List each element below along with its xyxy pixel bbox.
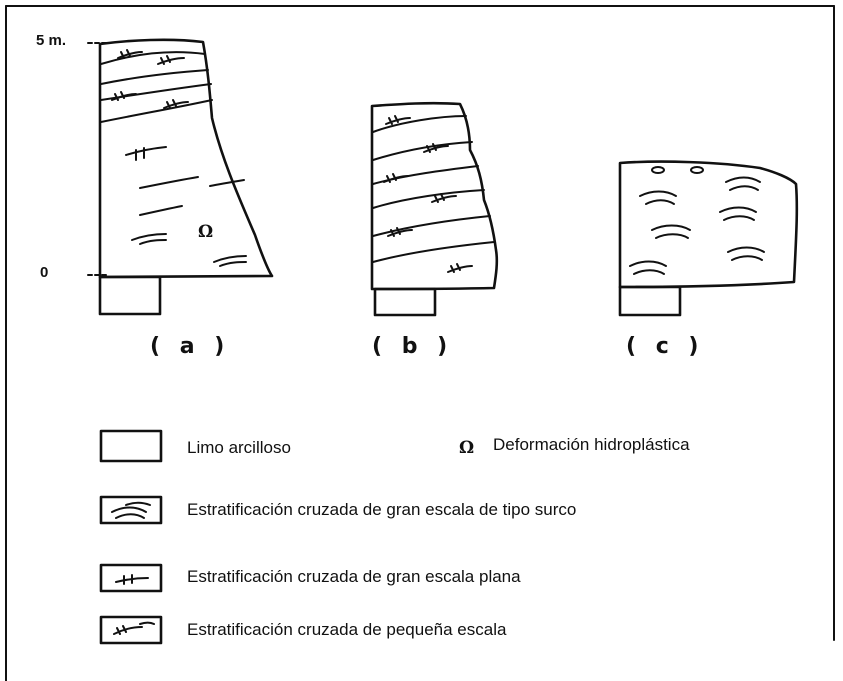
small-scale-cross-lamination-symbol [385,115,411,125]
section-a-column [98,38,274,316]
scale-label-bottom: 0 [40,264,49,281]
section-label-c: ( c ) [626,334,705,359]
section-b-bed-line [372,241,495,263]
section-b-bed-line [372,115,467,133]
legend-label-surco: Estratificación cruzada de gran escala d… [187,500,577,519]
section-label-a: ( a ) [150,334,231,359]
section-b-base-box [373,287,437,317]
section-a-bed-line [139,205,183,216]
small-scale-cross-lamination-symbol [387,227,413,237]
legend-box-surco [99,495,163,525]
legend-label-deformacion: Deformación hidroplástica [493,435,690,454]
section-a-bed-line [100,99,213,123]
planar-cross-bedding-symbol [125,146,167,161]
section-c-top-mark [690,166,704,174]
legend-box-limo [99,429,163,463]
trough-cross-bedding-symbol [725,176,761,191]
trough-cross-bedding-symbol [719,206,757,221]
small-scale-cross-lamination-symbol [447,263,473,273]
section-b-bed-line [372,215,491,237]
trough-cross-bedding-symbol [629,260,667,275]
section-a-bed-line [100,83,212,101]
section-a-bed-line [100,51,206,65]
section-b-column [370,101,499,317]
legend-label-pequena: Estratificación cruzada de pequeña escal… [187,620,507,639]
small-scale-cross-lamination-symbol [117,49,143,59]
section-b-bed-line [372,141,473,161]
section-a-bed-line [209,179,245,187]
deformation-symbol: Ω [198,222,214,242]
legend-box-plana [99,563,163,593]
small-scale-cross-lamination-symbol [431,193,457,203]
section-a-base-box [98,275,162,316]
trough-cross-bedding-symbol [651,224,691,239]
section-c-base-box [618,285,682,317]
section-c-top-mark [651,166,665,174]
legend-label-plana: Estratificación cruzada de gran escala p… [187,567,521,586]
section-b-outline [370,101,499,291]
section-a-bed-line [139,176,199,189]
legend-deformation-symbol: Ω [459,438,475,458]
section-label-b: ( b ) [372,334,454,359]
section-c-outline [618,160,799,289]
small-scale-cross-lamination-symbol [423,143,449,153]
section-a-bed-line [100,69,209,85]
trough-cross-bedding-symbol [639,190,677,205]
section-c-column [618,160,799,317]
section-b-bed-line [372,189,485,209]
legend-box-pequena [99,615,163,645]
trough-cross-bedding-symbol [131,233,167,245]
small-scale-cross-lamination-symbol [163,99,189,109]
trough-cross-bedding-symbol [727,246,765,261]
legend-label-limo: Limo arcilloso [187,438,291,457]
small-scale-cross-lamination-symbol [383,173,409,183]
section-a-outline [98,38,274,279]
small-scale-cross-lamination-symbol [157,55,185,65]
trough-cross-bedding-symbol [213,255,247,267]
small-scale-cross-lamination-symbol [111,91,137,101]
scale-label-top: 5 m. [36,32,67,49]
